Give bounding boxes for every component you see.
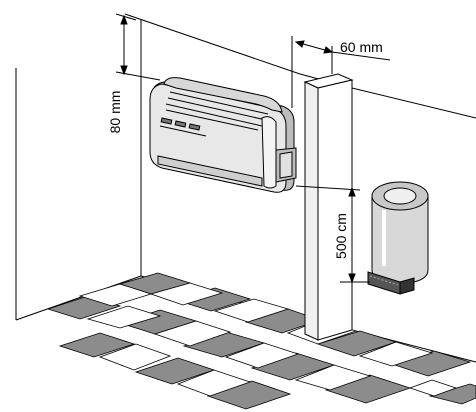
wall-air-conditioner-icon bbox=[149, 77, 297, 193]
condensate-tank-icon bbox=[367, 181, 429, 295]
height-from-floor-label: 500 cm bbox=[333, 213, 349, 259]
floor-tiles bbox=[46, 272, 476, 410]
side-clearance-label: 60 mm bbox=[340, 39, 383, 55]
top-clearance-label: 80 mm bbox=[107, 91, 123, 134]
dimension-lines bbox=[115, 13, 391, 284]
wall-pillar bbox=[303, 73, 354, 341]
